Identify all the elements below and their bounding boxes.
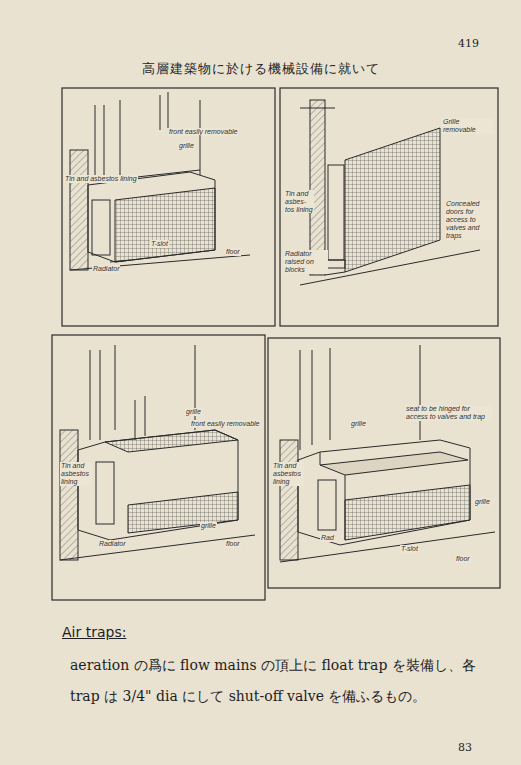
running-head: 高層建築物に於ける機械設備に就いて: [142, 62, 380, 77]
part-label: grille: [350, 420, 367, 428]
part-label: front easily removable: [190, 420, 260, 428]
part-label: floor: [225, 248, 241, 256]
page-number: 83: [458, 742, 472, 755]
part-label: Radiator raised on blocks: [284, 250, 328, 274]
heading: Air traps:: [62, 624, 126, 640]
part-label: grille: [474, 498, 491, 506]
part-label: Tin and asbestos lining: [272, 462, 304, 486]
part-label: Tin and asbestos lining: [60, 462, 92, 486]
part-label: front easily removable: [168, 128, 238, 136]
part-label: floor: [455, 555, 471, 563]
part-label: floor: [225, 540, 241, 548]
part-label: Tin and asbestos lining: [64, 175, 138, 183]
part-label: Grille removable: [442, 118, 494, 134]
part-label: Concealed doors for access to valves and…: [445, 200, 497, 240]
part-label: grille: [185, 408, 202, 416]
part-label: seat to be hinged for access to valves a…: [405, 405, 492, 421]
part-label: Radiator: [98, 540, 126, 548]
part-label: Radiator: [92, 265, 120, 273]
part-label: grille: [200, 522, 217, 530]
part-label: grille: [178, 142, 195, 150]
part-label: T-slot: [400, 545, 419, 553]
part-label: Rad: [320, 534, 335, 542]
part-label: T-slot: [150, 240, 169, 248]
page-number: 419: [458, 38, 479, 51]
part-label: Tin and asbes-tos lining: [284, 190, 314, 214]
body-text: aeration の爲に flow mains の頂上に float trap …: [70, 650, 490, 712]
